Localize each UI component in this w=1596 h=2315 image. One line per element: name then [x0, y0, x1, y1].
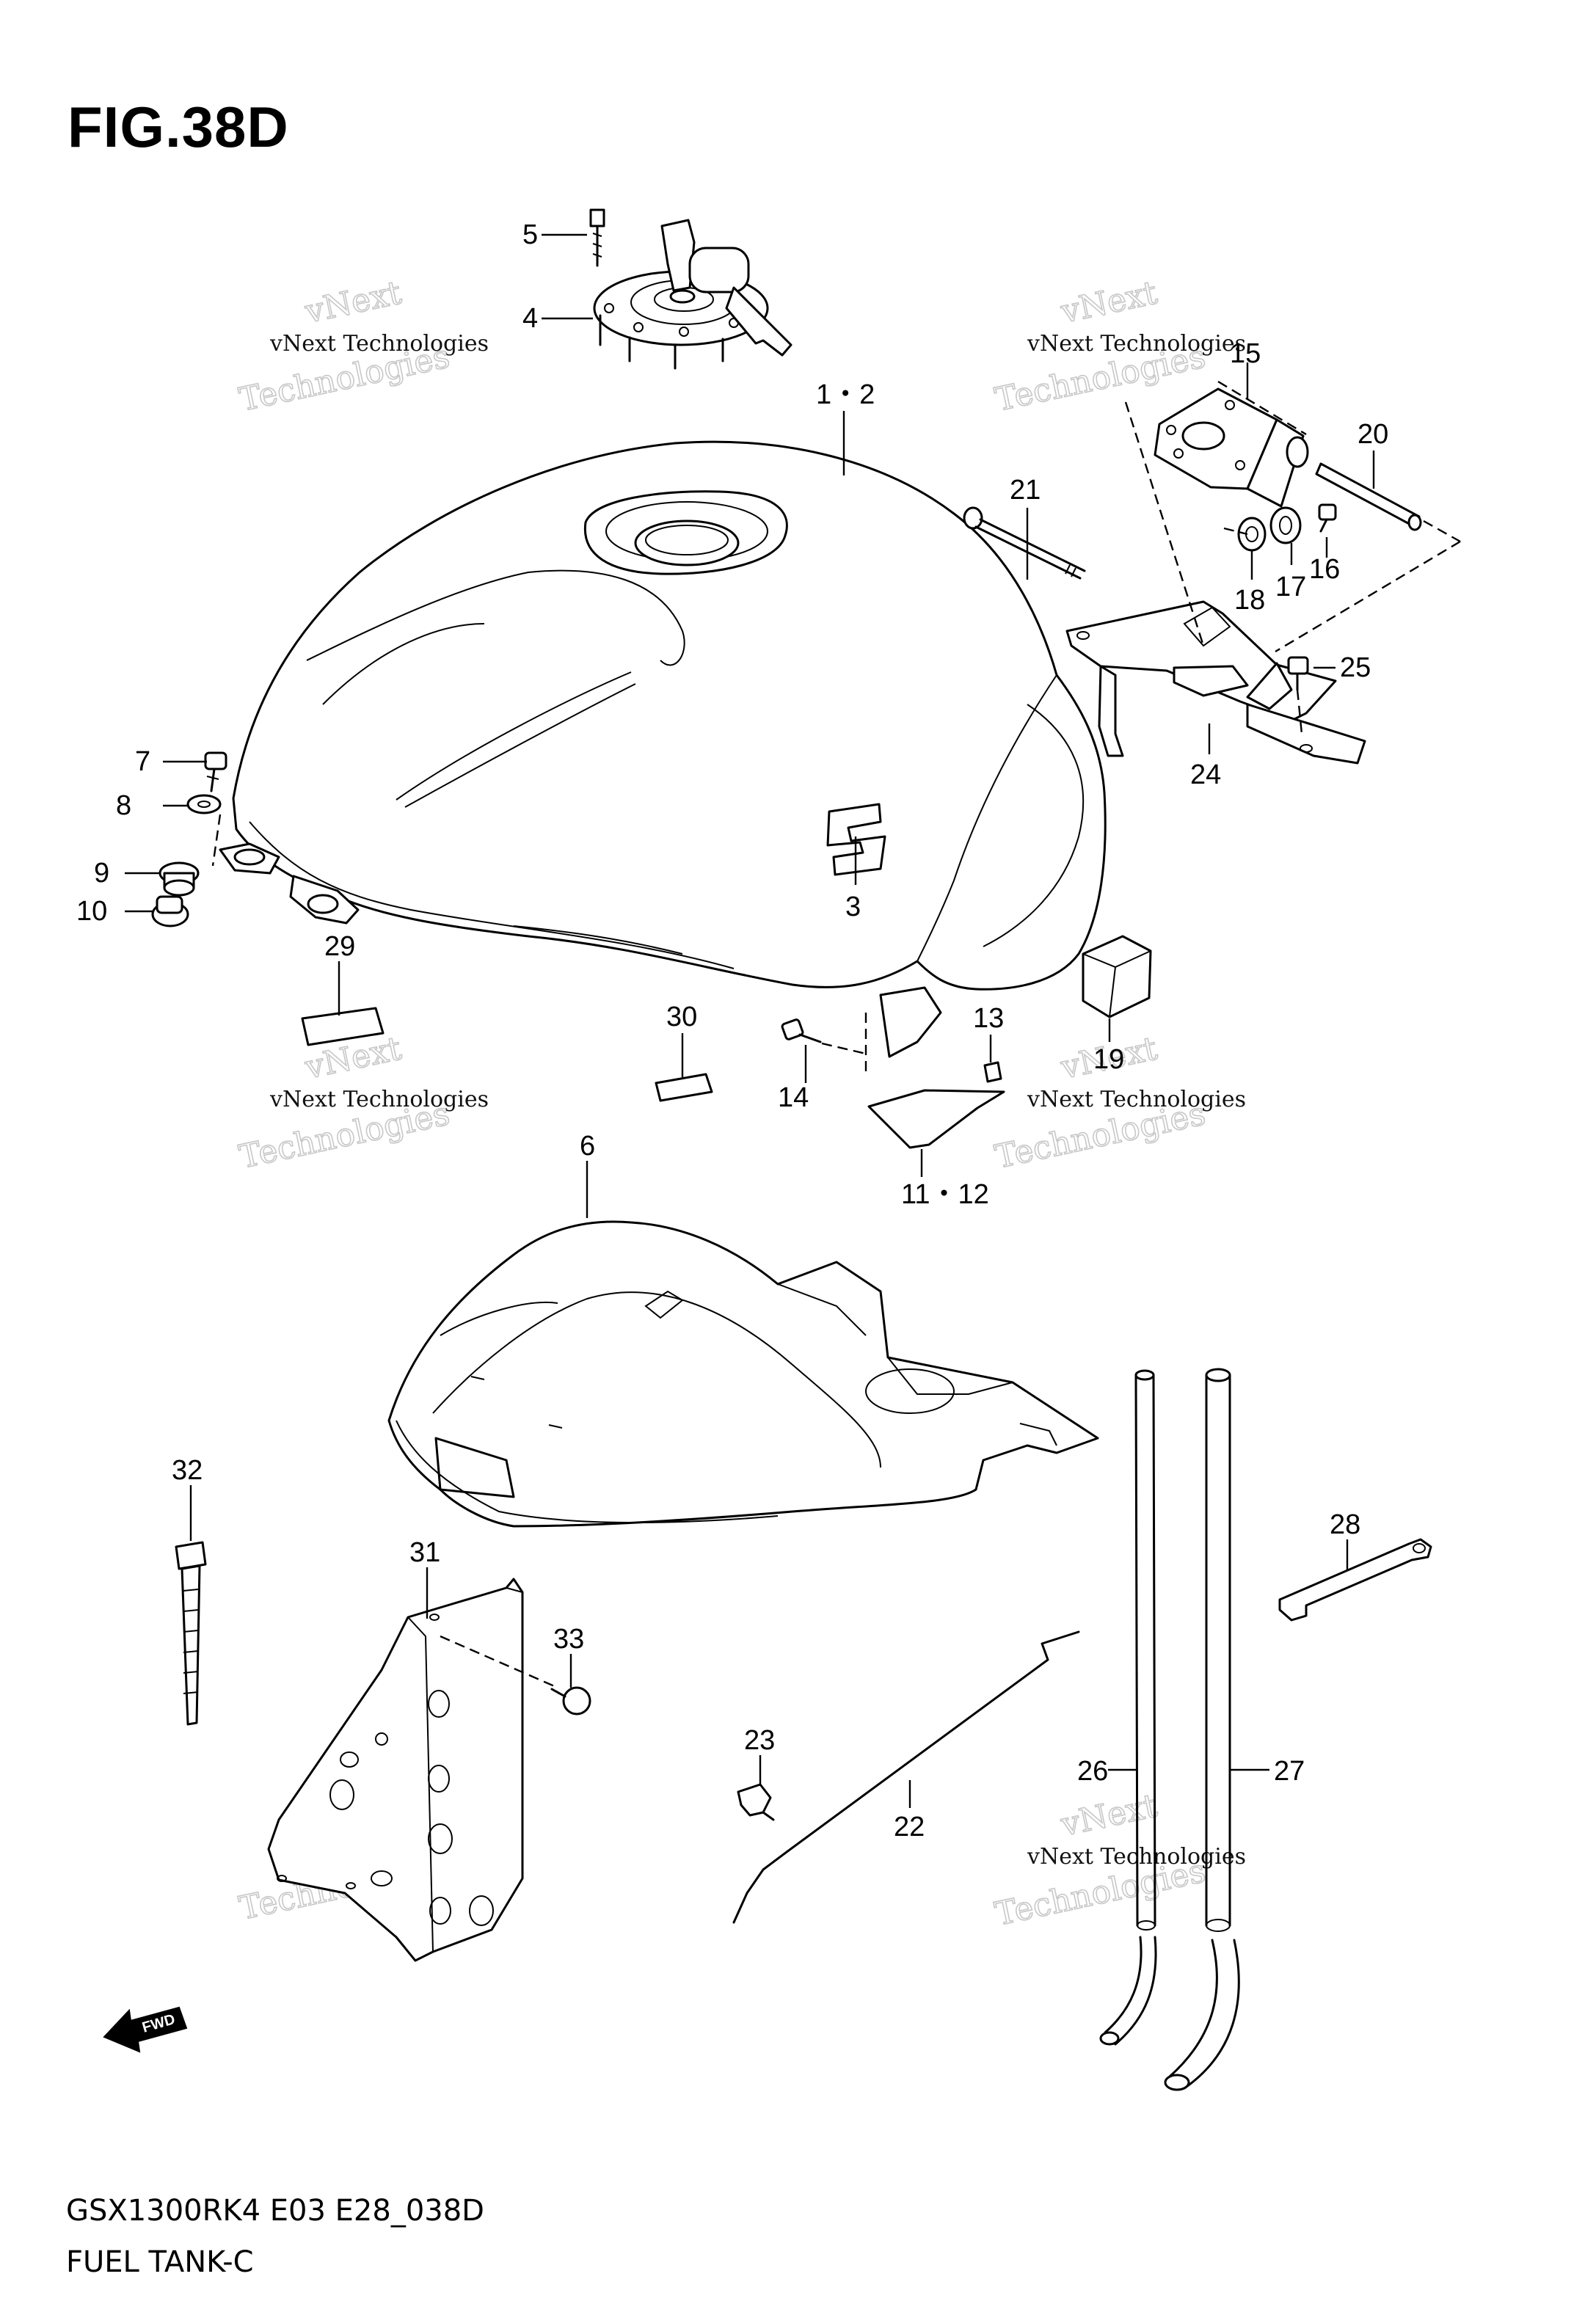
- callout-18: 18: [1234, 585, 1265, 616]
- callout-31: 31: [409, 1537, 440, 1568]
- callout-9: 9: [94, 858, 109, 889]
- callout-27: 27: [1274, 1756, 1305, 1787]
- callout-6: 6: [580, 1131, 595, 1162]
- strap-28-drawing: [1278, 1538, 1432, 1622]
- bolt-33-drawing: [550, 1686, 591, 1716]
- callout-19: 19: [1093, 1044, 1124, 1075]
- strap-32-drawing: [175, 1541, 207, 1726]
- heat-shield-drawing: [267, 1578, 524, 1962]
- callout-14: 14: [778, 1082, 809, 1113]
- pad-30-drawing: [655, 1073, 713, 1102]
- callout-29: 29: [324, 931, 355, 962]
- callout-labels: 5 4 1・2 21 15 20 16 17 18 25 24 7 8 9 10…: [76, 219, 1388, 1842]
- pad-29-drawing: [301, 1007, 385, 1046]
- svg-text:vNext: vNext: [302, 274, 405, 331]
- svg-text:vNext: vNext: [1057, 274, 1161, 331]
- callout-20: 20: [1358, 419, 1388, 450]
- callout-11-12: 11・12: [901, 1179, 989, 1210]
- callout-13: 13: [973, 1003, 1004, 1034]
- callout-16: 16: [1309, 554, 1340, 585]
- callout-28: 28: [1330, 1509, 1360, 1540]
- collar-and-bolt-drawing: [1237, 503, 1337, 552]
- bolt-14-drawing: [781, 1018, 822, 1043]
- callout-23: 23: [744, 1725, 775, 1756]
- callout-3: 3: [845, 892, 861, 922]
- callout-5: 5: [522, 219, 538, 250]
- callout-10: 10: [76, 896, 107, 927]
- svg-text:vNext Technologies: vNext Technologies: [269, 1087, 489, 1112]
- svg-text:vNext: vNext: [1057, 1787, 1161, 1844]
- forward-arrow-icon: FWD: [103, 2006, 188, 2053]
- callout-4: 4: [522, 303, 538, 334]
- callout-24: 24: [1190, 759, 1221, 790]
- callout-8: 8: [116, 790, 131, 821]
- seal-plate-drawing: [867, 1061, 1005, 1149]
- callout-15: 15: [1230, 338, 1261, 369]
- svg-text:vNext Technologies: vNext Technologies: [1027, 331, 1246, 357]
- callout-26: 26: [1077, 1756, 1108, 1787]
- pin-20-drawing: [1315, 462, 1422, 531]
- clamp-23-drawing: [737, 1783, 775, 1821]
- callout-32: 32: [172, 1455, 203, 1486]
- watermark-top-left: vNext Technologies vNext Technologies: [236, 274, 489, 420]
- hose-26-drawing: [1099, 1369, 1157, 2046]
- callout-25: 25: [1340, 652, 1371, 683]
- bolt-25-drawing: [1287, 656, 1309, 691]
- figure-title: FIG.38D: [68, 95, 289, 159]
- leader-lines: [125, 233, 1375, 1808]
- alignment-lines: [211, 380, 1461, 1689]
- callout-22: 22: [894, 1812, 925, 1842]
- hose-27-drawing: [1164, 1368, 1240, 2091]
- svg-text:vNext Technologies: vNext Technologies: [1027, 1087, 1246, 1112]
- fuel-tank-drawing: [219, 440, 1107, 1058]
- rod-22-drawing: [732, 1630, 1080, 1924]
- svg-text:vNext Technologies: vNext Technologies: [269, 331, 489, 357]
- figure-caption: FUEL TANK-C: [66, 2245, 254, 2279]
- tank-cover-drawing: [387, 1220, 1099, 1528]
- watermark-mid-left: vNext Technologies vNext Technologies: [236, 1029, 489, 1177]
- callout-7: 7: [135, 746, 150, 777]
- fuel-cap-drawing: [593, 219, 792, 370]
- cushion-19-drawing: [1082, 935, 1152, 1018]
- watermark-bottom-right: vNext Technologies vNext Technologies: [991, 1787, 1246, 1934]
- model-code: GSX1300RK4 E03 E28_038D: [66, 2194, 484, 2228]
- callout-30: 30: [666, 1002, 697, 1032]
- hinge-bracket-drawing: [1154, 387, 1309, 508]
- front-mount-hardware-drawing: [151, 751, 227, 927]
- callout-1-2: 1・2: [816, 379, 875, 410]
- cap-bolt-drawing: [589, 208, 605, 267]
- rear-bracket-drawing: [1065, 600, 1366, 765]
- callout-17: 17: [1275, 572, 1306, 602]
- callout-33: 33: [553, 1624, 584, 1655]
- callout-21: 21: [1010, 475, 1041, 506]
